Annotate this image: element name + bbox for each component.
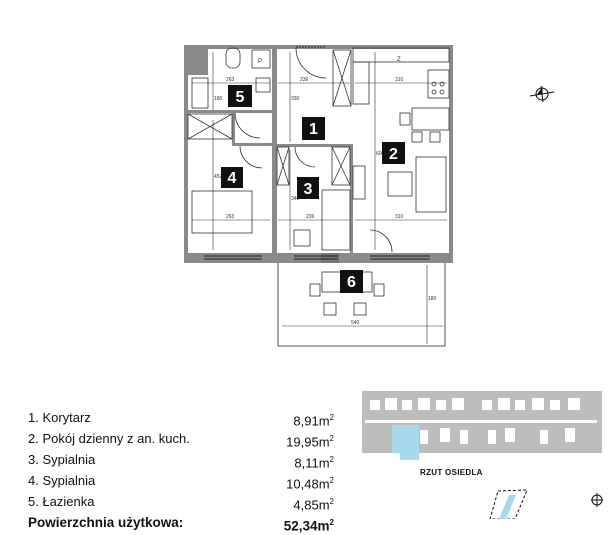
fixtures xyxy=(187,47,450,316)
dimension-lines xyxy=(192,52,447,344)
legend-row: 1. Korytarz 8,91m2 xyxy=(28,409,334,430)
legend-row: 2. Pokój dzienny z an. kuch. 19,95m2 xyxy=(28,430,334,451)
wardrobe-1 xyxy=(332,49,352,107)
dim-bed3-w: 236 xyxy=(306,214,315,220)
kitchen-counter xyxy=(352,47,450,63)
site-plan xyxy=(362,391,603,519)
dim-corr-w: 236 xyxy=(300,77,309,83)
room-badge-5: 5 xyxy=(236,89,245,106)
sink-icon xyxy=(255,77,271,93)
room-area: 8,11m2 xyxy=(294,454,334,471)
room-area: 19,95m2 xyxy=(286,433,334,450)
windows xyxy=(204,46,430,260)
shower-icon xyxy=(191,77,209,109)
room-badge-1: 1 xyxy=(309,121,318,138)
sofa xyxy=(415,156,447,213)
legend-row: 5. Łazienka 4,85m2 xyxy=(28,493,334,514)
wardrobe-3b xyxy=(331,146,351,186)
room-name: 2. Pokój dzienny z an. kuch. xyxy=(28,430,190,446)
room-area: 10,48m2 xyxy=(286,475,334,492)
outer-walls xyxy=(184,45,453,263)
room-area: 4,85m2 xyxy=(293,496,334,513)
dim-bed4-w: 263 xyxy=(226,214,235,220)
wardrobe-4 xyxy=(187,113,233,140)
floor-plan: 263 236 310 263 236 310 540 180 330 600 … xyxy=(184,45,603,519)
dim-bath-h: 180 xyxy=(214,96,223,102)
washing-machine-icon xyxy=(251,49,271,69)
room-badge-2: 2 xyxy=(389,146,398,163)
room-badge-4: 4 xyxy=(228,170,237,187)
room-badge-6: 6 xyxy=(347,274,356,291)
bed-4 xyxy=(191,190,253,234)
total-value: 52,34m2 xyxy=(283,517,334,534)
dim-bed4-h: 452 xyxy=(214,174,223,180)
dim-kitchen-w: 310 xyxy=(395,77,404,83)
room-name: 4. Sypialnia xyxy=(28,472,96,488)
total-area-row: Powierzchnia użytkowa: 52,34m2 xyxy=(28,514,334,535)
room-name: 1. Korytarz xyxy=(28,410,91,425)
stove-icon xyxy=(427,69,450,99)
dim-balcony-w: 540 xyxy=(351,320,360,326)
fridge-label: Z xyxy=(397,57,401,63)
armchair xyxy=(387,171,413,197)
compass-icon xyxy=(529,85,555,103)
site-plan-label: RZUT OSIEDLA xyxy=(420,468,483,477)
table xyxy=(411,107,450,131)
washer-label: P xyxy=(258,59,262,65)
dim-bed3-h: 346 xyxy=(291,196,300,202)
dim-bath-w: 263 xyxy=(226,77,235,83)
interior-walls xyxy=(188,45,353,263)
toilet-icon xyxy=(225,47,241,69)
legend-row: 3. Sypialnia 8,11m2 xyxy=(28,451,334,472)
room-name: 5. Łazienka xyxy=(28,493,95,509)
room-badge-3: 3 xyxy=(304,181,313,198)
room-name: 3. Sypialnia xyxy=(28,451,96,467)
legend-row: 4. Sypialnia 10,48m2 xyxy=(28,472,334,493)
total-label: Powierzchnia użytkowa: xyxy=(28,514,184,530)
dim-corr-h: 330 xyxy=(291,96,300,102)
wardrobe-3a xyxy=(276,146,290,186)
dim-living-w: 310 xyxy=(395,214,404,220)
compass-icon-small xyxy=(591,493,603,507)
dim-living-h: 600 xyxy=(376,151,385,157)
area-legend: 1. Korytarz 8,91m2 2. Pokój dzienny z an.… xyxy=(28,409,334,535)
dim-balcony-h: 180 xyxy=(428,296,437,302)
room-area: 8,91m2 xyxy=(293,413,334,429)
